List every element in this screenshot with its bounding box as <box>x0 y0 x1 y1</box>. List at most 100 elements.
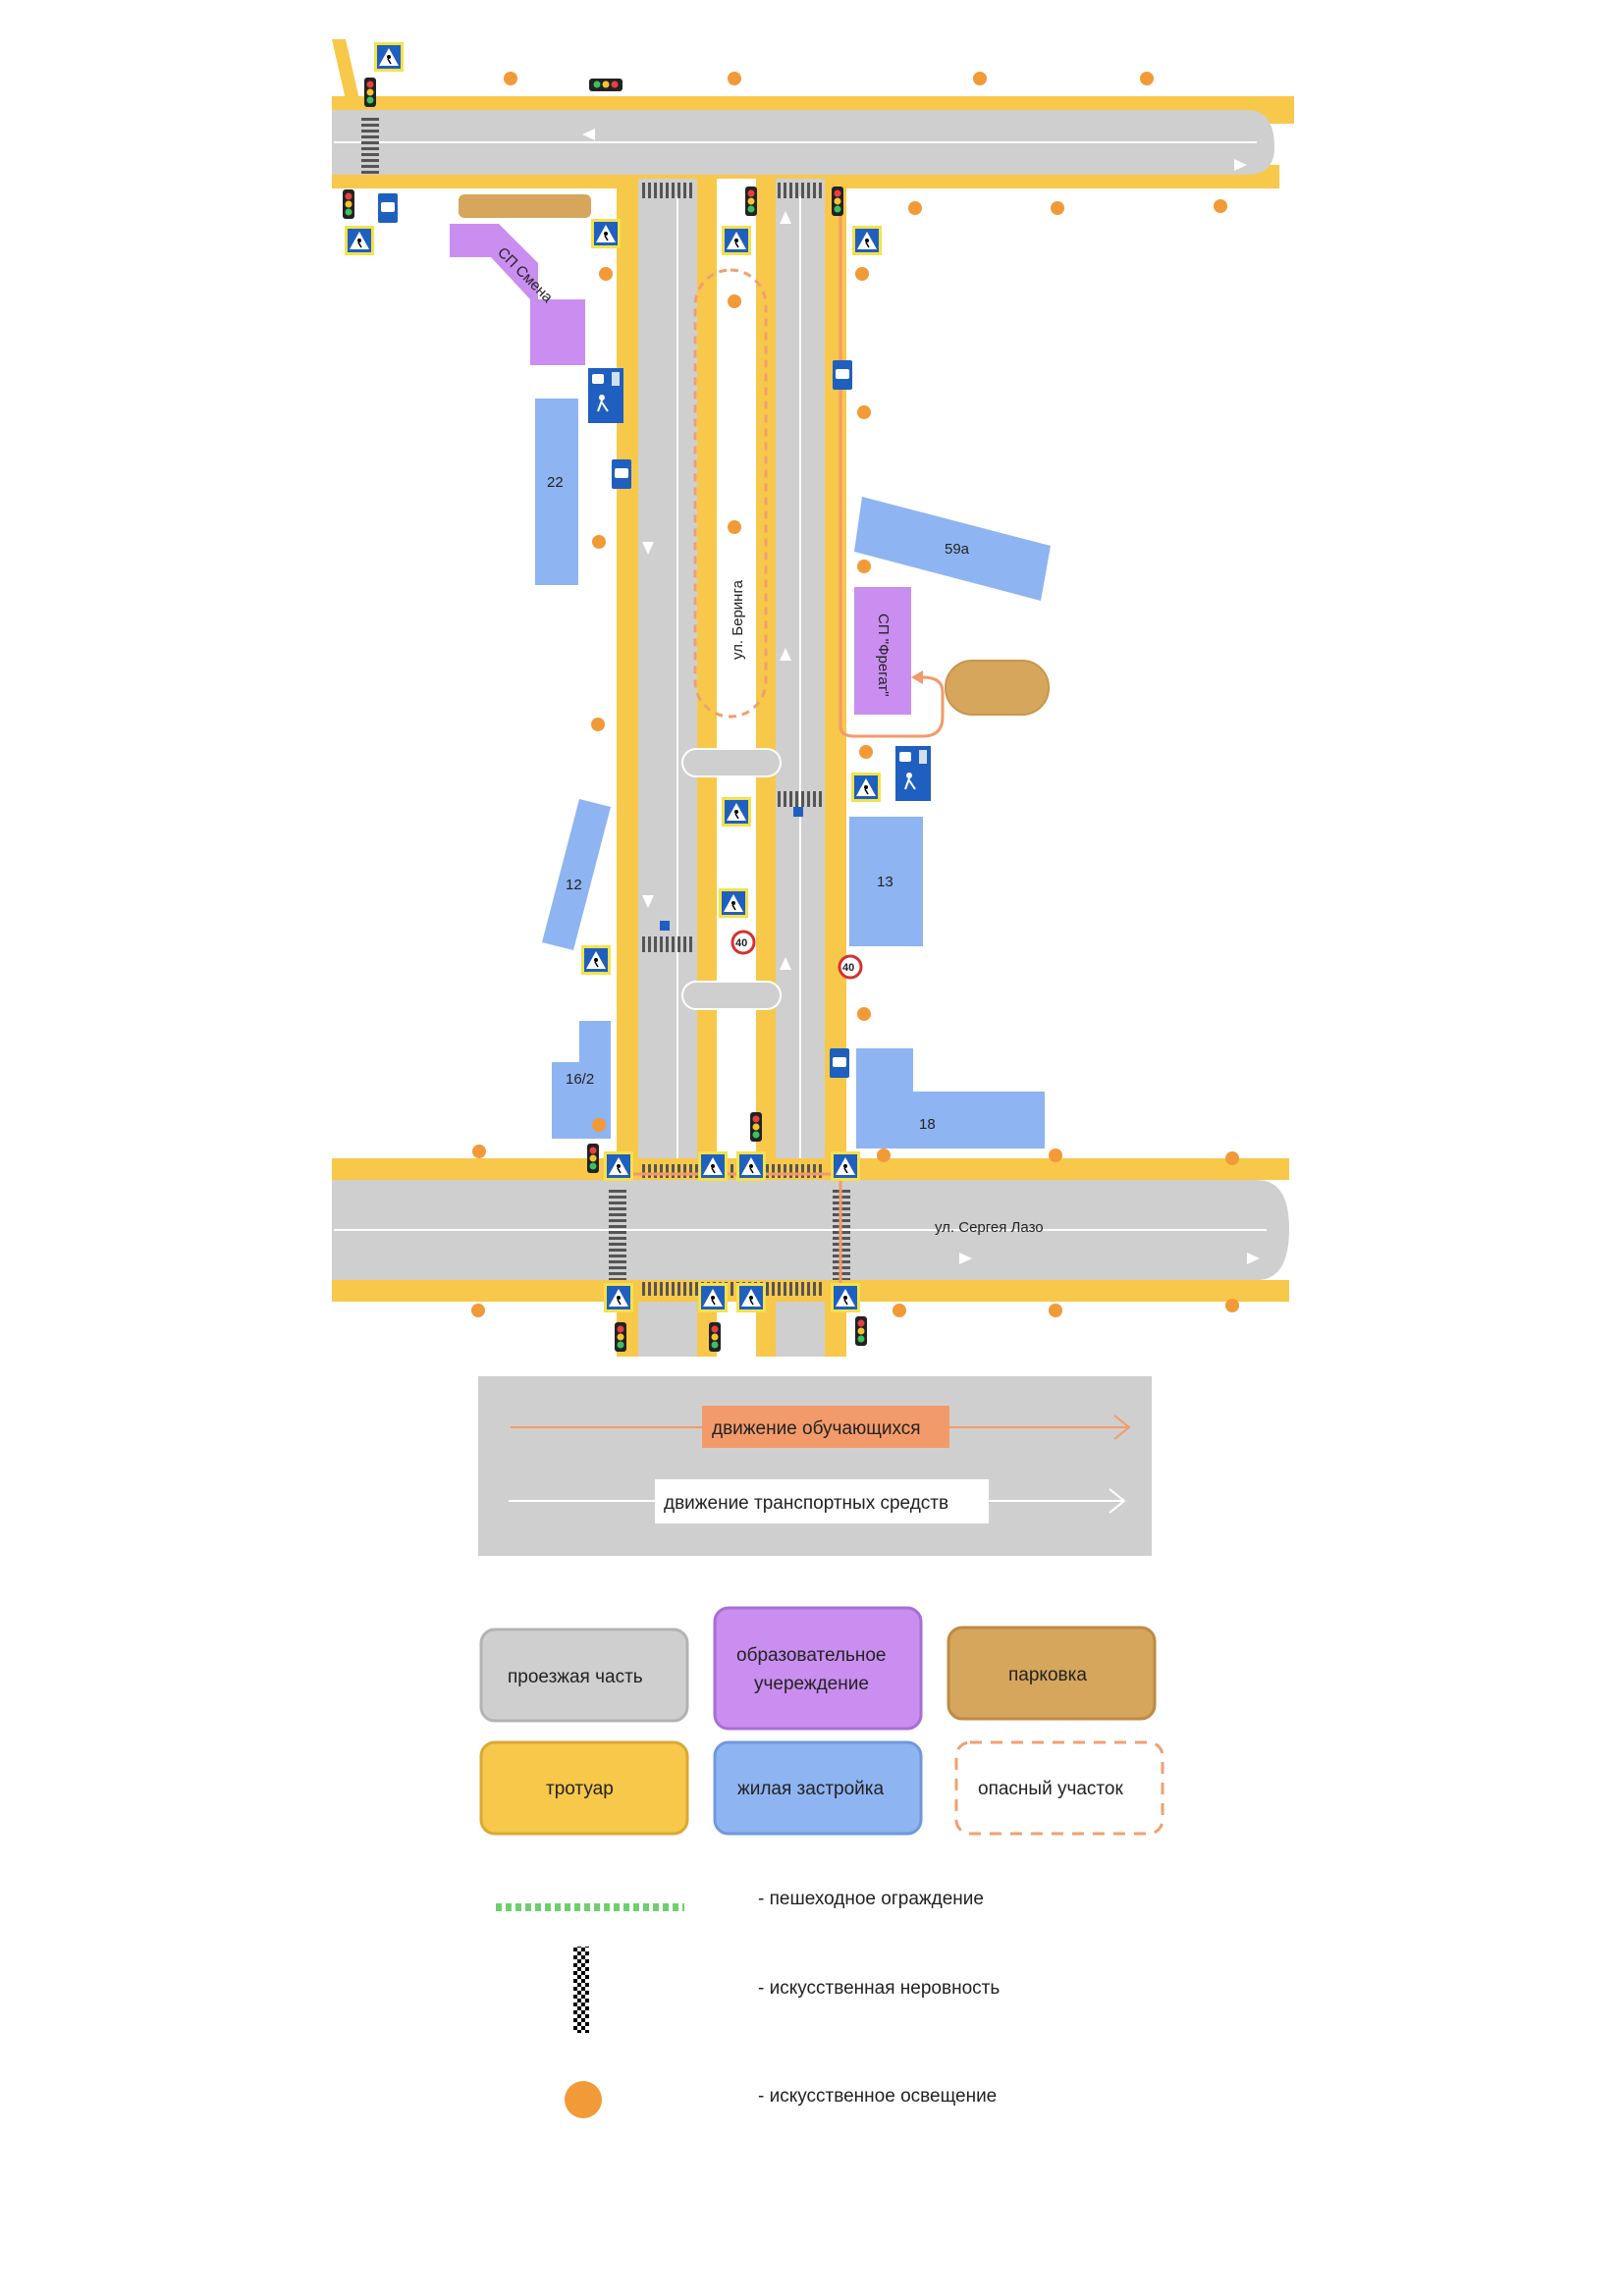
bus-sign-icon <box>833 360 852 390</box>
legend-vehicle-label: движение транспортных средств <box>664 1493 948 1514</box>
lamp-icon <box>728 294 741 308</box>
building-18 <box>856 1048 1045 1148</box>
crosswalk <box>640 936 695 952</box>
lamp-icon <box>471 1304 485 1317</box>
lamp-icon <box>592 535 606 549</box>
legend-school-label-line2: учереждение <box>754 1674 869 1694</box>
street-lamps <box>471 72 1239 1317</box>
student-route-arrow-icon <box>911 670 923 684</box>
arrow-icon <box>642 542 654 555</box>
bus-sign-icon <box>612 459 631 489</box>
median-uturn-2 <box>681 981 782 1010</box>
lamp-icon <box>1140 72 1154 85</box>
crosswalk-sign-icon <box>721 796 752 828</box>
crosswalk-sign-icon <box>830 1150 861 1182</box>
lamp-icon <box>1049 1304 1062 1317</box>
crosswalk-sign-icon <box>735 1282 767 1313</box>
lamp-icon <box>592 1118 606 1132</box>
lamp-icon <box>599 267 613 281</box>
lamp-icon <box>1049 1148 1062 1162</box>
median-uturn-1 <box>681 748 782 777</box>
lamp-icon <box>973 72 987 85</box>
crosswalk-sign-icon <box>850 772 882 803</box>
crosswalk-sign-icon <box>697 1150 729 1182</box>
arrow-icon <box>642 895 654 908</box>
lamp-icon <box>857 560 871 573</box>
school-fregat-label: СП "Фрегат" <box>875 614 892 697</box>
crosswalk <box>640 183 695 198</box>
legend-lamp-label: - искусственное освещение <box>758 2086 997 2107</box>
building-22 <box>535 399 578 585</box>
legend-school-swatch <box>713 1606 923 1731</box>
small-sign-icon <box>660 921 670 931</box>
building-22-label: 22 <box>547 474 564 491</box>
speed-limit-icon: 40 <box>838 954 863 980</box>
school-fregat <box>854 587 911 715</box>
speed-limit-signs: 40 40 <box>731 930 863 980</box>
lamp-icon <box>1051 201 1064 215</box>
svg-text:40: 40 <box>842 962 854 974</box>
arrow-icon <box>780 211 791 224</box>
traffic-light-icon <box>343 189 354 219</box>
arrow-icon <box>780 957 791 970</box>
children-zone-sign-icon <box>894 745 932 802</box>
svg-text:40: 40 <box>735 937 747 949</box>
arrow-icon <box>780 648 791 661</box>
legend-vehicle-arrow-icon <box>1109 1488 1126 1514</box>
arrow-icon <box>582 129 595 140</box>
legend-bump-swatch <box>573 1947 589 2033</box>
lamp-icon <box>1225 1151 1239 1165</box>
speed-limit-icon: 40 <box>731 930 756 955</box>
crosswalk <box>640 1282 825 1296</box>
legend-fence-label: - пешеходное ограждение <box>758 1889 984 1909</box>
traffic-light-icon <box>709 1322 721 1352</box>
building-12 <box>542 799 611 950</box>
legend-student-label-box <box>702 1406 949 1448</box>
crosswalk <box>776 791 825 807</box>
traffic-light-icon <box>364 78 376 107</box>
bering-south-stub-east <box>776 1302 825 1357</box>
legend-parking-label: парковка <box>1008 1665 1087 1685</box>
legend-student-arrow-icon <box>1113 1415 1131 1440</box>
legend-danger-swatch <box>954 1740 1164 1836</box>
parking-top <box>459 194 591 218</box>
street-bering-label: ул. Беринга <box>730 579 746 660</box>
building-59a-label: 59а <box>945 541 970 558</box>
crosswalk-sign-icon <box>580 944 612 976</box>
lamp-icon <box>504 72 517 85</box>
legend-housing-swatch <box>713 1740 923 1836</box>
lamp-icon <box>728 520 741 534</box>
crosswalk-sign-icon <box>830 1282 861 1313</box>
crosswalk-sign-icon <box>851 225 883 256</box>
traffic-light-horizontal-icon <box>589 79 623 91</box>
lamp-icon <box>857 405 871 419</box>
legend-danger-label: опасный участок <box>978 1779 1123 1799</box>
lamp-icon <box>1225 1299 1239 1312</box>
building-13-label: 13 <box>877 874 893 890</box>
danger-zone <box>693 268 768 719</box>
legend-lamp-swatch <box>565 2081 602 2118</box>
crosswalk-sign-icon <box>697 1282 729 1313</box>
crosswalk-sign-icon <box>735 1150 767 1182</box>
crosswalk-sign-icon <box>603 1150 634 1182</box>
arrow-icon <box>959 1253 972 1264</box>
building-16-2-label: 16/2 <box>566 1071 594 1088</box>
school-smena <box>450 224 585 365</box>
crosswalk <box>640 1164 825 1178</box>
legend-student-label: движение обучающихся <box>712 1418 921 1439</box>
bus-sign-icon <box>378 193 398 223</box>
legend-parking-swatch <box>947 1626 1157 1721</box>
lamp-icon <box>855 267 869 281</box>
parking-right <box>945 660 1050 716</box>
crosswalk <box>361 118 379 177</box>
children-zone-sign-icon <box>587 367 624 424</box>
legend-bump-label: - искусственная неровность <box>758 1978 1000 1999</box>
legend-roadway-swatch <box>479 1628 689 1723</box>
lamp-icon <box>857 1007 871 1021</box>
top-diagonal-sidewalk <box>332 39 361 108</box>
building-12-label: 12 <box>566 877 582 893</box>
lamp-icon <box>893 1304 906 1317</box>
traffic-light-icon <box>587 1144 599 1173</box>
lamp-icon <box>859 745 873 759</box>
legend-roadway-label: проезжая часть <box>508 1667 643 1687</box>
